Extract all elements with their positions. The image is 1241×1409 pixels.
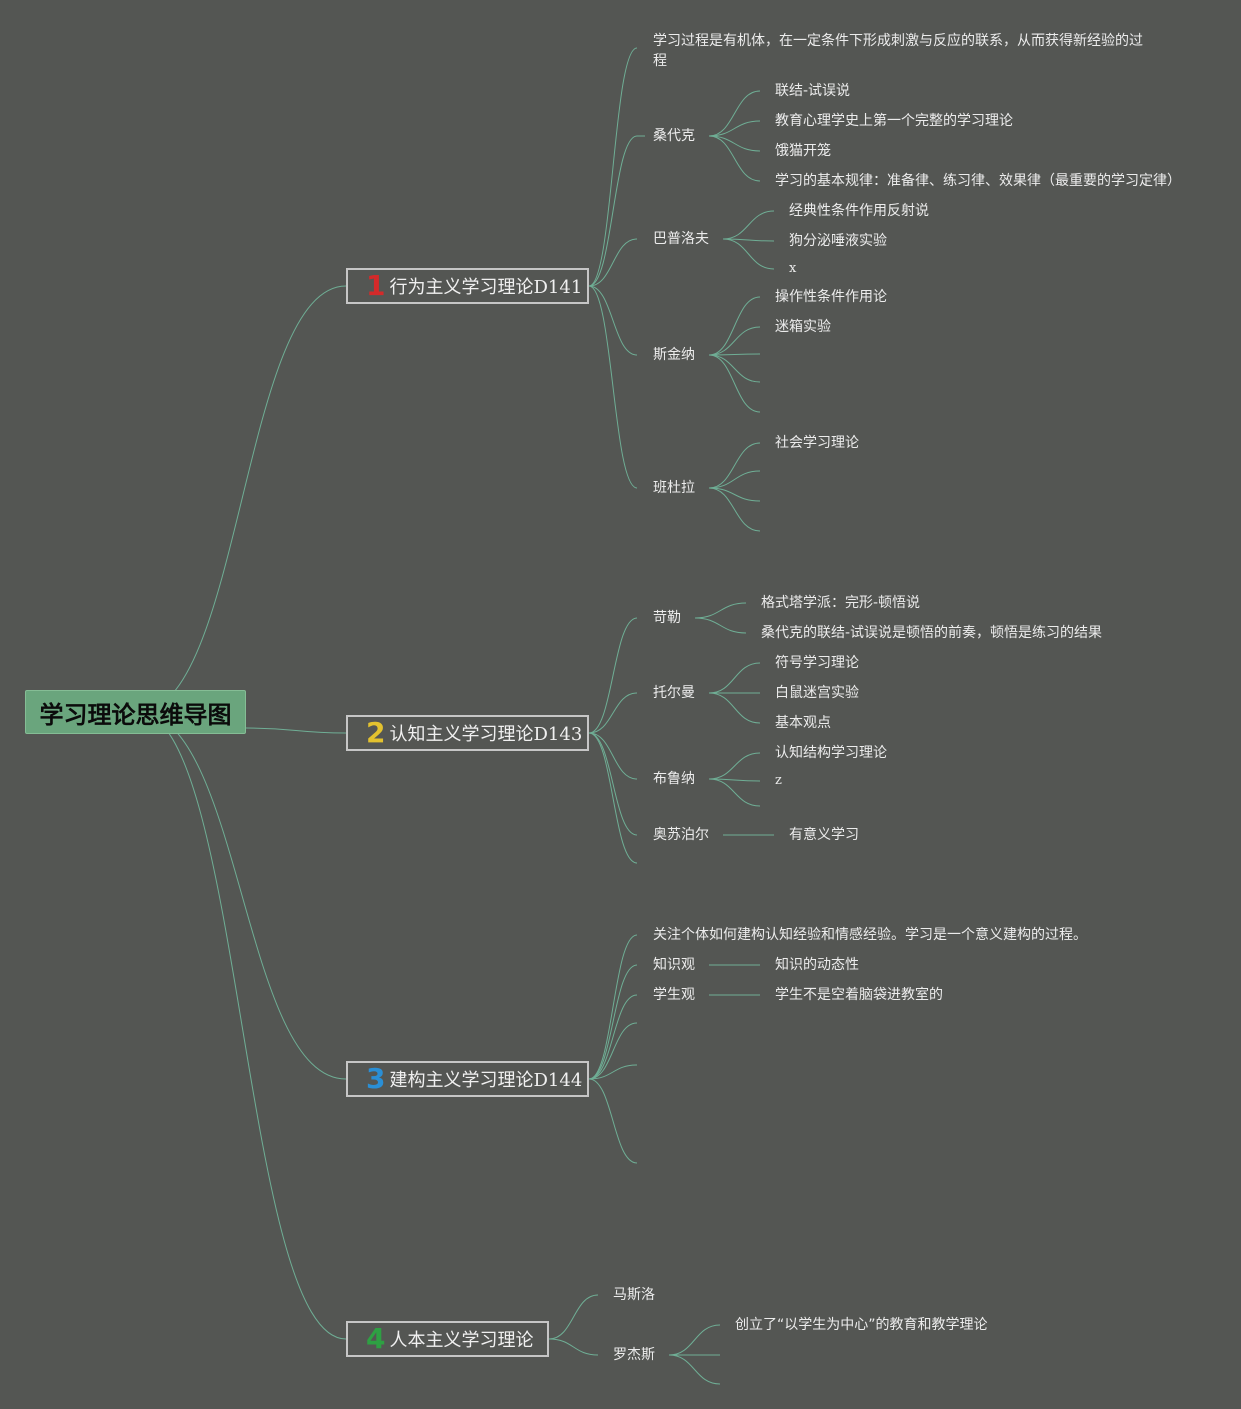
connector [722, 210, 775, 240]
branch-label: 认知主义学习理论D143 [389, 724, 583, 745]
connector [708, 442, 761, 489]
topic-node[interactable]: 学生观 [653, 987, 695, 1003]
connector [588, 285, 638, 489]
branch-humanism[interactable]: 4 人本主义学习理论 [346, 1321, 549, 1357]
leaf-node[interactable]: 社会学习理论 [775, 435, 859, 451]
branch-cognitivism[interactable]: 2 认知主义学习理论D143 [346, 715, 589, 751]
topic-node[interactable]: 托尔曼 [653, 685, 695, 701]
leaf-node[interactable]: 操作性条件作用论 [775, 289, 887, 305]
leaf-node[interactable]: 学生不是空着脑袋进教室的 [775, 987, 943, 1003]
root-node[interactable]: 学习理论思维导图 [25, 690, 246, 734]
branch-constructivism[interactable]: 3 建构主义学习理论D144 [346, 1061, 589, 1097]
connector [588, 964, 638, 1080]
branch-behaviorism[interactable]: 1 行为主义学习理论D141 [346, 268, 589, 304]
connector [137, 285, 347, 713]
connector [548, 1294, 599, 1340]
leaf-node[interactable]: 经典性条件作用反射说 [789, 203, 929, 219]
connector [588, 1022, 638, 1080]
connector [708, 120, 761, 137]
topic-node[interactable]: 关注个体如何建构认知经验和情感经验。学习是一个意义建构的过程。 [653, 927, 1087, 943]
branch-number: 2 [366, 716, 386, 749]
connector [588, 732, 638, 836]
connector [708, 326, 761, 356]
topic-node[interactable]: 奥苏泊尔 [653, 827, 709, 843]
topic-node[interactable]: 知识观 [653, 957, 695, 973]
topic-node[interactable]: 班杜拉 [653, 480, 695, 496]
branch-label: 行为主义学习理论D141 [389, 277, 583, 298]
leaf-node[interactable]: 知识的动态性 [775, 957, 859, 973]
connector [708, 135, 761, 152]
leaf-node[interactable]: 饿猫开笼 [775, 143, 831, 159]
branch-number: 1 [366, 269, 386, 302]
connector [588, 732, 638, 780]
topic-node[interactable]: 罗杰斯 [613, 1347, 655, 1363]
leaf-node[interactable]: 教育心理学史上第一个完整的学习理论 [775, 113, 1013, 129]
connector [708, 354, 761, 383]
connector [708, 354, 761, 413]
leaf-node[interactable]: x [789, 261, 797, 276]
connector [708, 692, 761, 724]
topic-node[interactable]: 斯金纳 [653, 347, 695, 363]
connector [588, 47, 638, 287]
connector [708, 353, 761, 356]
branch-number: 3 [366, 1062, 386, 1095]
connector [708, 487, 761, 532]
connector [588, 994, 638, 1080]
connector [708, 90, 761, 137]
leaf-node[interactable]: 联结-试误说 [775, 83, 851, 99]
leaf-node[interactable]: 有意义学习 [789, 827, 859, 843]
leaf-node[interactable]: 白鼠迷宫实验 [775, 685, 859, 701]
connector [708, 752, 761, 780]
connector [694, 617, 747, 634]
connector [548, 1338, 599, 1356]
connector [708, 296, 761, 356]
connector [708, 662, 761, 694]
leaf-node[interactable]: 格式塔学派：完形-顿悟说 [761, 595, 921, 611]
leaf-node[interactable]: 学习的基本规律：准备律、练习律、效果律（最重要的学习定律） [775, 173, 1181, 189]
leaf-node[interactable]: 狗分泌唾液实验 [789, 233, 887, 249]
connector [588, 617, 638, 734]
connector [588, 934, 638, 1080]
topic-node[interactable]: 桑代克 [653, 128, 695, 144]
connector [588, 238, 638, 287]
leaf-node[interactable]: 创立了“以学生为中心”的教育和教学理论 [735, 1317, 988, 1333]
leaf-node[interactable]: 桑代克的联结-试误说是顿悟的前奏，顿悟是练习的结果 [761, 625, 1103, 641]
topic-node[interactable]: 马斯洛 [613, 1287, 655, 1303]
connector [588, 692, 638, 734]
leaf-node[interactable]: 认知结构学习理论 [775, 745, 887, 761]
leaf-node[interactable]: z [775, 773, 782, 788]
branch-number: 4 [366, 1322, 386, 1355]
connector [588, 135, 638, 287]
topic-node[interactable]: 苛勒 [653, 610, 681, 626]
topic-node[interactable]: 巴普洛夫 [653, 231, 709, 247]
topic-node[interactable]: 布鲁纳 [653, 771, 695, 787]
leaf-node[interactable]: 迷箱实验 [775, 319, 831, 335]
connector [722, 238, 775, 270]
connector [668, 1324, 721, 1356]
connector [708, 135, 761, 182]
connector [708, 470, 761, 489]
leaf-node[interactable]: 符号学习理论 [775, 655, 859, 671]
connector [588, 285, 638, 356]
connector [245, 727, 347, 734]
connector [137, 711, 347, 1340]
connector [694, 602, 747, 619]
connector [588, 732, 638, 864]
connector [708, 778, 761, 807]
topic-node[interactable]: 学习过程是有机体，在一定条件下形成刺激与反应的联系，从而获得新经验的过程 [653, 33, 1143, 69]
branch-label: 建构主义学习理论D144 [389, 1070, 583, 1091]
leaf-node[interactable]: 基本观点 [775, 715, 831, 731]
connector [588, 1078, 638, 1164]
connector [588, 1064, 638, 1080]
branch-label: 人本主义学习理论 [389, 1330, 534, 1351]
connector [668, 1354, 721, 1385]
